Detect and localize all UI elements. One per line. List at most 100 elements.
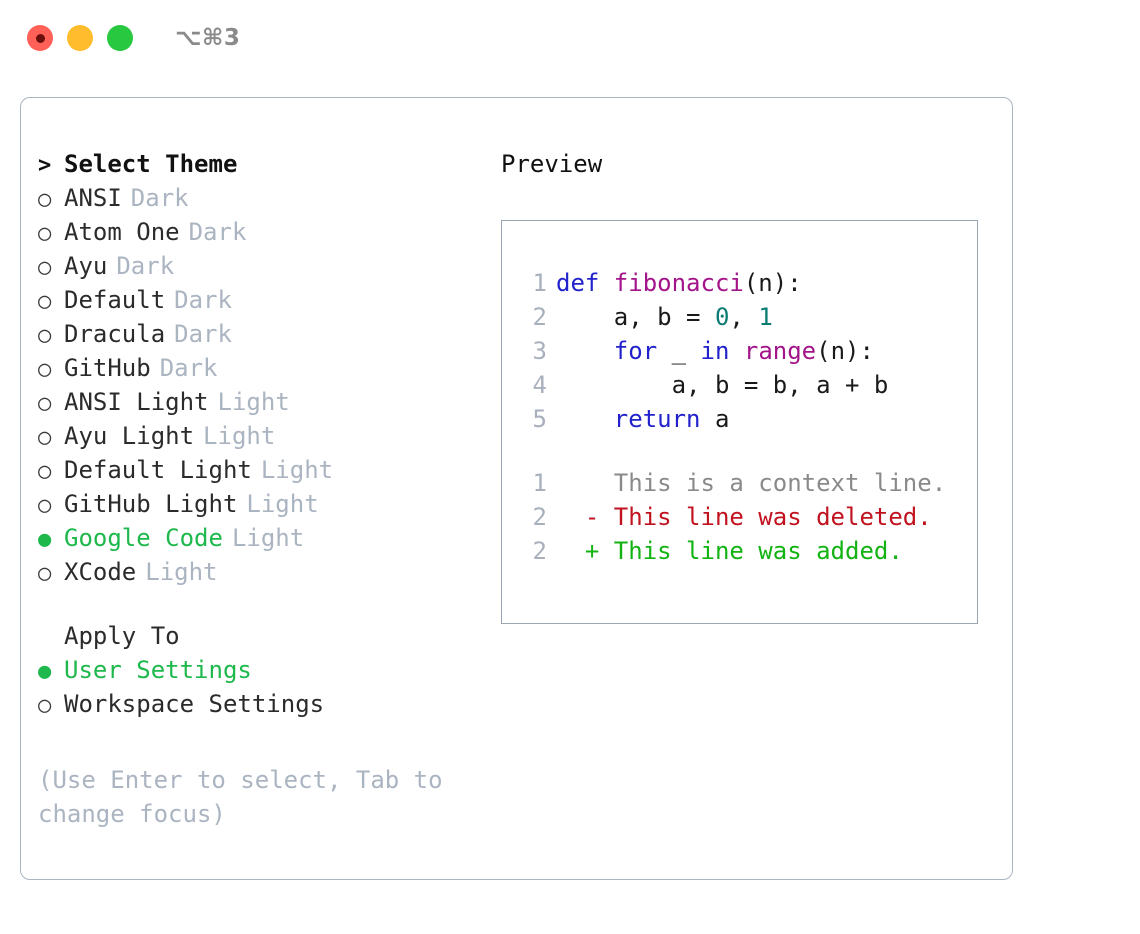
- diff-sign: -: [556, 503, 600, 531]
- radio-unselected-icon: ○: [38, 493, 52, 518]
- diff-line-text: This is a context line.: [599, 469, 947, 497]
- diff-sign: [556, 466, 599, 500]
- theme-list-item[interactable]: ○ Ayu Dark: [38, 249, 488, 283]
- keyboard-hint-text: (Use Enter to select, Tab to change focu…: [38, 766, 443, 828]
- apply-to-option[interactable]: ○Workspace Settings: [38, 687, 488, 721]
- code-line-number: 3: [532, 337, 547, 365]
- code-token-plain: ,: [729, 303, 759, 331]
- code-token-plain: a, b = b, a + b: [556, 371, 889, 399]
- theme-variant-tag: Dark: [159, 354, 218, 382]
- theme-list-item[interactable]: ○ Atom One Dark: [38, 215, 488, 249]
- theme-variant-tag: Dark: [174, 320, 232, 348]
- code-token-keyword: for: [613, 337, 658, 365]
- window-controls: [27, 25, 133, 51]
- diff-line-number: 2: [532, 503, 547, 531]
- code-token-number: 0: [714, 303, 730, 331]
- code-token-plain: [556, 334, 614, 368]
- theme-name-label: Atom One: [64, 218, 180, 246]
- radio-unselected-icon: ○: [38, 323, 52, 348]
- code-line-number: 1: [532, 269, 547, 297]
- theme-variant-tag: Light: [203, 422, 276, 450]
- minimize-window-icon[interactable]: [67, 25, 93, 51]
- theme-name-label: GitHub Light: [64, 490, 238, 518]
- theme-name-label: Default: [64, 286, 166, 314]
- code-token-plain: (n):: [743, 269, 802, 297]
- preview-title: Preview: [501, 150, 603, 178]
- theme-variant-tag: Dark: [188, 218, 247, 246]
- code-line-number: 4: [532, 371, 547, 399]
- diff-sample: 1 This is a context line. 2 - This line w…: [520, 466, 977, 568]
- theme-list-header-label: Select Theme: [64, 150, 238, 178]
- theme-list-item[interactable]: ○ ANSI Dark: [38, 181, 488, 215]
- radio-unselected-icon: ○: [38, 289, 52, 314]
- code-token-plain: [729, 334, 743, 368]
- blank-marker: [38, 621, 64, 655]
- theme-name-label: ANSI: [64, 184, 122, 212]
- code-token-plain: [556, 402, 614, 436]
- theme-list-item[interactable]: ○ Default Dark: [38, 283, 488, 317]
- code-token-plain: _: [657, 337, 701, 365]
- code-token-keyword: def: [556, 269, 614, 297]
- zoom-window-icon[interactable]: [107, 25, 133, 51]
- theme-variant-tag: Dark: [130, 184, 189, 212]
- code-line: 5 return a: [520, 402, 977, 436]
- apply-to-options: ●User Settings○Workspace Settings: [38, 653, 488, 721]
- radio-unselected-icon: ○: [38, 221, 52, 246]
- radio-unselected-icon: ○: [38, 391, 52, 416]
- selection-caret-icon: >: [38, 153, 52, 178]
- code-line-number: 2: [532, 303, 547, 331]
- radio-unselected-icon: ○: [38, 459, 52, 484]
- theme-variant-tag: Dark: [174, 286, 232, 314]
- apply-to-option-label: Workspace Settings: [64, 690, 325, 718]
- apply-to-label: Apply To: [64, 622, 180, 650]
- diff-line: 2 - This line was deleted.: [520, 500, 977, 534]
- section-spacer: [38, 589, 488, 619]
- theme-list-item[interactable]: ○ GitHub Light Light: [38, 487, 488, 521]
- theme-variant-tag: Light: [246, 490, 319, 518]
- radio-unselected-icon: ○: [38, 255, 52, 280]
- code-token-function: fibonacci: [613, 269, 744, 297]
- titlebar: ⌥⌘3: [0, 0, 1140, 76]
- radio-selected-icon: ●: [38, 527, 52, 552]
- code-token-plain: a, b =: [556, 303, 715, 331]
- theme-list-item[interactable]: ○ Dracula Dark: [38, 317, 488, 351]
- apply-to-group-label-row: Apply To: [38, 619, 488, 653]
- theme-list-item[interactable]: ● Google Code Light: [38, 521, 488, 555]
- apply-to-option[interactable]: ●User Settings: [38, 653, 488, 687]
- theme-name-label: Dracula: [64, 320, 166, 348]
- code-line: 1 def fibonacci(n):: [520, 266, 977, 300]
- code-line: 4 a, b = b, a + b: [520, 368, 977, 402]
- theme-name-label: Google Code: [64, 524, 223, 552]
- code-token-function: range: [743, 337, 817, 365]
- code-token-plain: a: [700, 405, 730, 433]
- diff-line-text: This line was deleted.: [599, 503, 932, 531]
- diff-line: 2 + This line was added.: [520, 534, 977, 568]
- radio-unselected-icon: ○: [38, 187, 52, 212]
- code-line: 3 for _ in range(n):: [520, 334, 977, 368]
- diff-line-number: 2: [532, 537, 547, 565]
- theme-name-label: Ayu: [64, 252, 108, 280]
- radio-unselected-icon: ○: [38, 425, 52, 450]
- close-window-icon[interactable]: [27, 25, 53, 51]
- diff-sign: +: [556, 537, 600, 565]
- code-token-plain: (n):: [816, 337, 874, 365]
- code-token-number: 1: [758, 303, 773, 331]
- theme-variant-tag: Light: [231, 524, 305, 552]
- code-line-number: 5: [532, 405, 547, 433]
- theme-variant-tag: Light: [217, 388, 290, 416]
- code-diff-spacer: [520, 436, 977, 466]
- diff-line-number: 1: [532, 469, 547, 497]
- apply-to-option-label: User Settings: [64, 656, 252, 684]
- theme-variant-tag: Dark: [116, 252, 175, 280]
- radio-unselected-icon: ○: [38, 561, 52, 586]
- theme-name-label: Default Light: [64, 456, 252, 484]
